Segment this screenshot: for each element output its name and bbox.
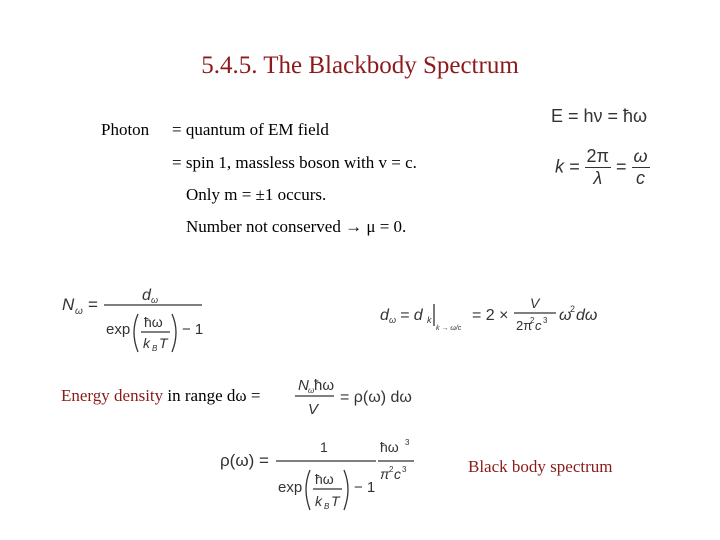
rho-c: c (394, 466, 401, 482)
d-tail-omega: ω (559, 307, 571, 324)
photon-label: Photon (101, 120, 150, 139)
n-num-sub: ω (151, 295, 158, 305)
k-den-2: c (636, 168, 646, 188)
n-equals: = (88, 295, 98, 314)
rho-hw3: ħω (380, 439, 399, 455)
d-num-v: V (530, 295, 541, 311)
d-den-c: c (535, 318, 542, 333)
energy-equation: E = hν = ħω (551, 106, 648, 126)
d-lhs: d (380, 307, 390, 324)
rho-hbar-omega: ħω (315, 471, 334, 487)
rho-pi-exp: 2 (389, 465, 394, 474)
d-tail-dw: dω (576, 307, 597, 324)
k-den-1: λ (593, 168, 603, 188)
d-mid: = d (400, 307, 424, 324)
d-den: 2π (516, 318, 532, 333)
page-title: 5.4.5. The Blackbody Spectrum (201, 52, 519, 79)
rho-pi: π (380, 466, 390, 482)
photon-line-3: Only m = ±1 occurs. (186, 185, 327, 204)
rho-c-exp: 3 (402, 465, 407, 474)
k-equals: = (615, 156, 627, 177)
photon-line-1: = quantum of EM field (172, 120, 329, 139)
ed-num-n: N (298, 377, 309, 394)
rho-exp: exp (278, 479, 302, 496)
occupation-number-equation: N ω = d ω exp ħω k B T − 1 (62, 287, 203, 353)
photon-line-2: = spin 1, massless boson with v = c. (172, 153, 417, 172)
rho-lhs: ρ(ω) = (220, 451, 269, 470)
d-rhs: = 2 × (472, 307, 508, 324)
n-exp: exp (106, 321, 130, 338)
d-den-exp3: 3 (543, 316, 548, 325)
energy-density-text: Energy density in range dω = (61, 386, 260, 406)
ed-den: V (308, 401, 320, 418)
energy-density-highlight: Energy density (61, 386, 164, 405)
n-kb-sub: B (152, 344, 158, 353)
d-den-exp2: 2 (530, 316, 535, 325)
degeneracy-equation: d ω = d k k → ω/c = 2 × V 2π 2 c 3 ω 2 d… (380, 295, 597, 333)
rho-kb: k (315, 493, 323, 509)
energy-density-equation: N ω ħω V = ρ(ω) dω (295, 377, 412, 418)
k-num-2: ω (631, 146, 650, 168)
ed-num-hw: ħω (314, 377, 334, 394)
d-lhs-sub: ω (389, 315, 396, 325)
ed-num-sub: ω (308, 386, 314, 395)
rho-left-paren (305, 469, 311, 511)
n-minus-one: − 1 (182, 321, 203, 338)
rho-temp: T (331, 493, 341, 509)
n-lhs-sub: ω (75, 306, 83, 317)
rho-minus-one: − 1 (354, 479, 375, 496)
n-lhs: N (62, 295, 75, 314)
k-num-1: 2π (584, 146, 611, 168)
rho-right-paren (343, 469, 349, 511)
n-hbar-omega: ħω (144, 314, 163, 330)
n-left-paren (133, 313, 139, 353)
d-mid-sub: k (427, 315, 432, 325)
rho-hw3-exp: 3 (405, 438, 410, 447)
d-tail-exp2: 2 (570, 304, 575, 314)
rho-kb-sub: B (324, 502, 330, 511)
n-num: d (142, 287, 152, 304)
photon-line-4: Number not conserved → μ = 0. (186, 217, 407, 236)
k-lhs: k = (555, 156, 580, 177)
spectral-density-equation: ρ(ω) = 1 exp ħω k B T − 1 ħω 3 π 2 c 3 (220, 438, 414, 511)
ed-rhs: = ρ(ω) dω (340, 389, 412, 406)
n-kb: k (143, 335, 151, 351)
n-right-paren (171, 313, 177, 353)
energy-density-rest: in range dω = (163, 386, 261, 405)
black-body-caption: Black body spectrum (468, 457, 613, 476)
n-temp: T (159, 335, 169, 351)
d-eval-sub: k → ω/c (436, 325, 462, 332)
rho-num-one: 1 (320, 439, 328, 455)
